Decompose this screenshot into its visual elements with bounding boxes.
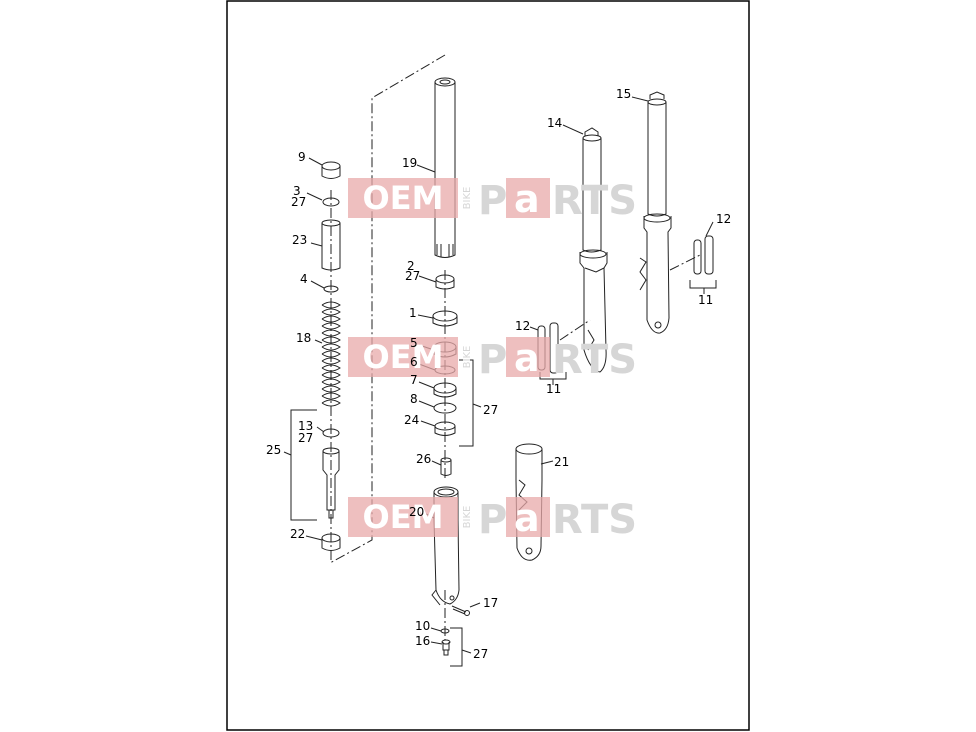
watermark-text-rts: RTS <box>552 337 637 383</box>
callout-12-a: 12 <box>515 319 530 333</box>
callout-9: 9 <box>298 150 306 164</box>
retaining-ring <box>322 197 340 207</box>
callout-17: 17 <box>483 596 498 610</box>
watermark-text-bike: BIKE <box>462 187 473 210</box>
watermark-text-bike: BIKE <box>462 506 473 529</box>
watermark-text-oem: OEM <box>363 498 444 536</box>
callout-3: 3 <box>293 184 301 198</box>
watermark-text-rts: RTS <box>552 178 637 224</box>
bracket-27-bottom <box>450 627 463 667</box>
callout-25: 25 <box>266 443 281 457</box>
upper-bushing <box>435 274 455 290</box>
fork-spring <box>321 301 341 407</box>
callout-6: 6 <box>410 355 418 369</box>
diagram-frame <box>226 0 750 731</box>
callout-14: 14 <box>547 116 562 130</box>
fork-cap <box>321 161 341 179</box>
callout-10: 10 <box>415 619 430 633</box>
fork-assembly-right <box>639 91 672 334</box>
watermark-text-p: P <box>478 337 507 383</box>
callout-12-b: 12 <box>716 212 731 226</box>
washer <box>323 285 339 293</box>
reflector-right <box>693 235 714 275</box>
axle-screw <box>451 605 470 616</box>
oil-lock <box>440 457 452 476</box>
lower-bushing <box>432 310 458 327</box>
watermark-text-oem: OEM <box>363 179 444 217</box>
callout-8: 8 <box>410 392 418 406</box>
callout-2: 2 <box>407 259 415 273</box>
callout-15: 15 <box>616 87 631 101</box>
callout-18: 18 <box>296 331 311 345</box>
watermark-bottom: OEM BIKE P a RTS <box>348 496 637 543</box>
callout-5: 5 <box>410 336 418 350</box>
callout-1: 1 <box>409 306 417 320</box>
callout-27-d: 27 <box>483 403 498 417</box>
callout-20: 20 <box>409 505 424 519</box>
callout-21: 21 <box>554 455 569 469</box>
watermark-text-a: a <box>514 336 540 380</box>
watermark-middle: OEM BIKE P a RTS <box>348 336 637 383</box>
fork-tube <box>434 77 456 258</box>
piston-ring <box>322 428 340 438</box>
watermark-text-p: P <box>478 497 507 543</box>
drain-screw <box>441 639 451 656</box>
watermark-top: OEM BIKE P a RTS <box>348 177 637 224</box>
callout-23: 23 <box>292 233 307 247</box>
bracket-11-right <box>689 280 717 289</box>
watermark-text-a: a <box>514 496 540 540</box>
callout-27-a: 27 <box>291 195 306 209</box>
callout-11-a: 11 <box>546 382 561 396</box>
callout-22: 22 <box>290 527 305 541</box>
callout-19: 19 <box>402 156 417 170</box>
watermark-text-p: P <box>478 178 507 224</box>
callout-26: 26 <box>416 452 431 466</box>
damper-lock <box>321 533 341 551</box>
damper-rod <box>322 447 340 519</box>
spacer-tube <box>321 219 341 271</box>
callout-13: 13 <box>298 419 313 433</box>
watermark-text-a: a <box>514 177 540 221</box>
callout-27-e: 27 <box>473 647 488 661</box>
callout-27-b: 27 <box>298 431 313 445</box>
bracket-27-seals <box>459 359 474 447</box>
fork-assembly-left <box>579 127 608 373</box>
callout-7: 7 <box>410 373 418 387</box>
callout-16: 16 <box>415 634 430 648</box>
watermark-text-bike: BIKE <box>462 346 473 369</box>
callout-4: 4 <box>300 272 308 286</box>
callout-11-b: 11 <box>698 293 713 307</box>
watermark-text-rts: RTS <box>552 497 637 543</box>
watermark-text-oem: OEM <box>363 338 444 376</box>
bracket-25 <box>290 409 317 521</box>
callout-27-c: 27 <box>405 269 420 283</box>
callout-24: 24 <box>404 413 419 427</box>
